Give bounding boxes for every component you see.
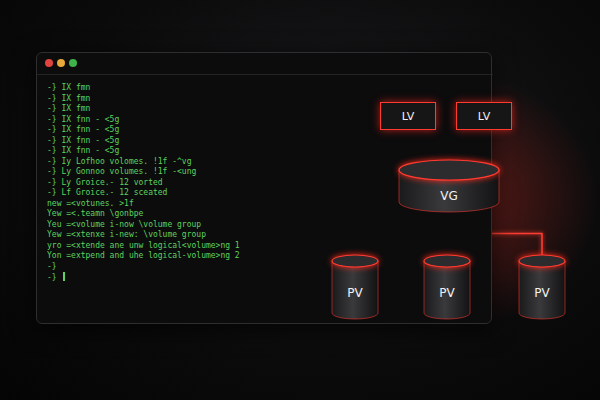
titlebar-divider: [37, 74, 493, 75]
cylinder-body: [332, 261, 378, 319]
terminal-line: -}: [47, 262, 240, 273]
logical-volume-box: LV: [456, 102, 512, 130]
cylinder-label: PV: [347, 286, 362, 300]
window-button: [57, 59, 65, 67]
volume-cylinder: PV: [424, 255, 470, 319]
terminal-line: Yew =<.teamn \gonbpe: [47, 209, 240, 220]
terminal-line: -} IX fmn: [47, 83, 240, 94]
terminal-line: -} IX fmn: [47, 104, 240, 115]
terminal-line: -} IX fmn: [47, 94, 240, 105]
cylinder-top: [424, 255, 470, 267]
window-button: [69, 59, 77, 67]
terminal-line: new =<votunes. >1f: [47, 199, 240, 210]
terminal-line: -} Iy Lofhoo volomes. !1f -^vg: [47, 157, 240, 168]
terminal-line: Yon =extpend and uhe logical-volume>ng 2: [47, 251, 240, 262]
cylinder-top: [519, 255, 565, 267]
cylinder-top: [332, 255, 378, 267]
terminal-line: -} IX fnn - <5g: [47, 146, 240, 157]
cylinder-shape: [399, 160, 499, 212]
terminal-line: -} IX fnn - <5g: [47, 125, 240, 136]
cylinder-label: VG: [440, 189, 458, 203]
volume-cylinder: PV: [332, 255, 378, 319]
volume-cylinder: PV: [519, 255, 565, 319]
cursor: [63, 272, 65, 281]
logical-volume-box: LV: [380, 102, 436, 130]
terminal-line: -} IX fnn - <5g: [47, 136, 240, 147]
cylinder-top: [399, 160, 499, 180]
terminal-line: -} IX fnn - <5g: [47, 115, 240, 126]
terminal-line: -} Ly Groice.- 12 vorted: [47, 178, 240, 189]
terminal-line: yro =<xtende ane unw logical<volume>ng 1: [47, 241, 240, 252]
box-label: LV: [402, 110, 414, 123]
volume-cylinder: VG: [399, 160, 499, 212]
window-button: [45, 59, 53, 67]
cylinder-label: PV: [439, 286, 454, 300]
terminal-line: -} Lf Groice.- 12 sceated: [47, 188, 240, 199]
terminal-line: -}: [47, 272, 240, 284]
terminal-line: -} Ly Gonnoo volumes. !1f -<ung: [47, 167, 240, 178]
window-titlebar: [37, 53, 493, 75]
cylinder-body: [519, 261, 565, 319]
terminal-line: Yeu =<volume i-now \volume group: [47, 220, 240, 231]
box-label: LV: [478, 110, 490, 123]
terminal-line: Yew =<xtenxe i-new: \volume group: [47, 230, 240, 241]
terminal-output: -} IX fmn-} IX fmn-} IX fmn-} IX fnn - <…: [47, 83, 240, 284]
cylinder-body: [424, 261, 470, 319]
cylinder-label: PV: [534, 286, 549, 300]
